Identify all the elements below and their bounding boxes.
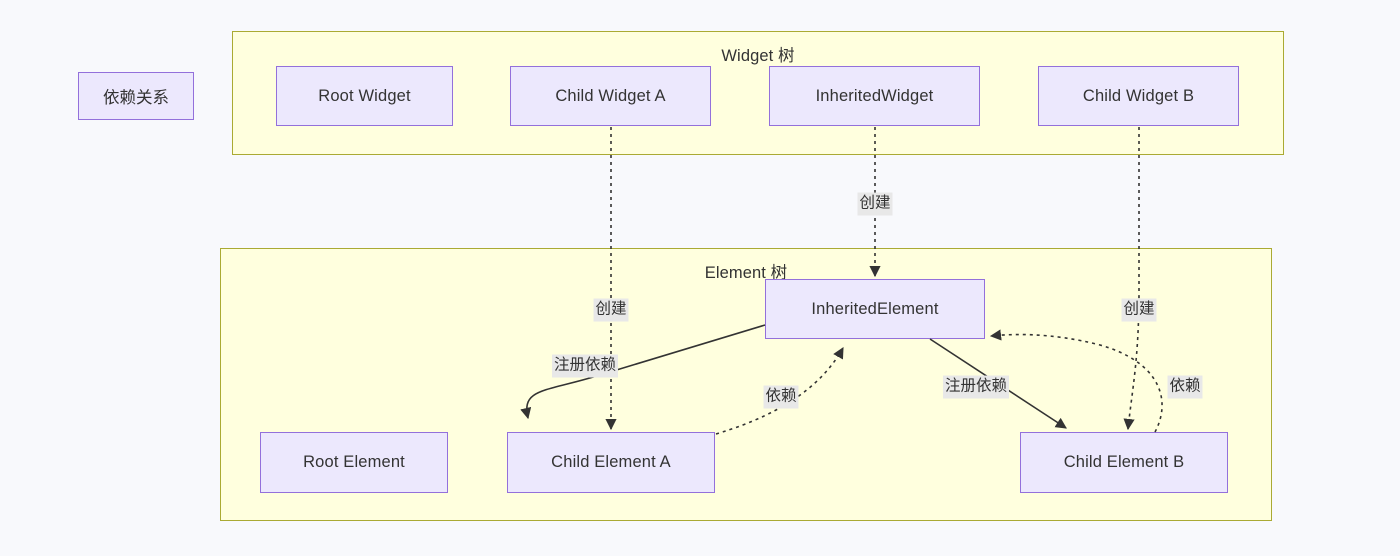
node-inherited-widget[interactable]: InheritedWidget [769, 66, 980, 126]
node-child-element-a[interactable]: Child Element A [507, 432, 715, 493]
edge-label-create-child-a: 创建 [593, 298, 629, 322]
node-child-widget-b[interactable]: Child Widget B [1038, 66, 1239, 126]
node-child-element-b[interactable]: Child Element B [1020, 432, 1228, 493]
node-root-element[interactable]: Root Element [260, 432, 448, 493]
legend-dependency-box: 依赖关系 [78, 72, 194, 120]
node-child-element-b-label: Child Element B [1063, 453, 1185, 471]
node-inherited-element-label: InheritedElement [811, 299, 939, 318]
edge-label-register-dependency-b: 注册依赖 [942, 375, 1010, 399]
node-root-element-label: Root Element [303, 453, 405, 471]
node-root-widget-label: Root Widget [318, 86, 411, 105]
edge-label-register-dependency-a: 注册依赖 [551, 354, 619, 378]
node-child-element-a-label: Child Element A [551, 453, 671, 471]
node-root-widget[interactable]: Root Widget [276, 66, 453, 126]
node-child-widget-a[interactable]: Child Widget A [510, 66, 711, 126]
edge-label-depend-b: 依赖 [1167, 375, 1203, 399]
node-inherited-element[interactable]: InheritedElement [765, 279, 985, 339]
legend-label: 依赖关系 [103, 89, 169, 107]
edge-label-create-child-b: 创建 [1121, 298, 1157, 322]
subgraph-element-tree-title: Element 树 [704, 264, 788, 282]
node-inherited-widget-label: InheritedWidget [815, 86, 934, 105]
node-child-widget-b-label: Child Widget B [1082, 86, 1195, 105]
edge-label-create-inherited: 创建 [857, 192, 893, 216]
node-child-widget-a-label: Child Widget A [555, 86, 666, 105]
subgraph-widget-tree-title: Widget 树 [721, 47, 795, 65]
edge-label-depend-a: 依赖 [763, 385, 799, 409]
